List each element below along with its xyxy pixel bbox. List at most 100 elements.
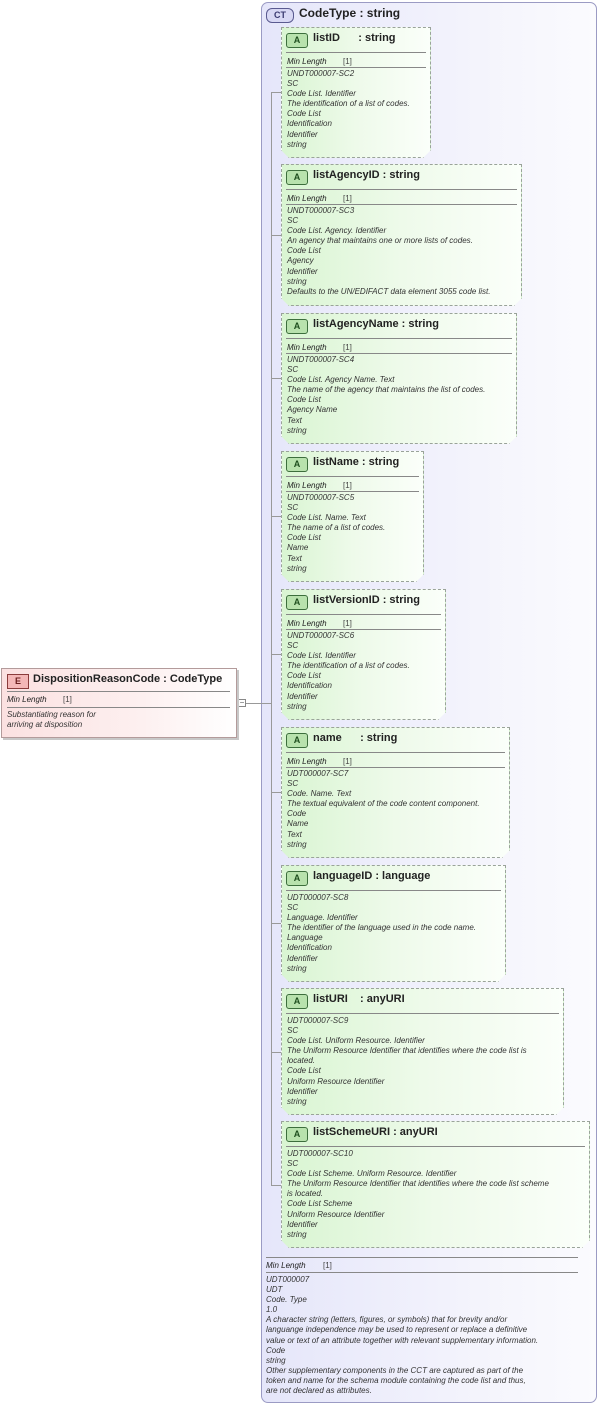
facet-label: Min Length [287,343,327,352]
collapse-toggle[interactable]: − [238,698,246,707]
facet-label: Min Length [287,194,327,203]
doc-line: SC [287,903,299,913]
facet-value: [1] [343,194,352,203]
facet-label: Min Length [287,619,327,628]
divider [286,767,505,768]
doc-line: Agency Name [287,405,338,415]
doc-line: Code List [287,671,321,681]
facet-value: [1] [343,57,352,66]
attribute-doc: UNDT000007-SC3 SC Code List. Agency. Ide… [287,206,515,297]
doc-line: string [287,563,307,573]
attribute-connector [271,792,281,793]
doc-line: Code List. Identifier [287,651,356,661]
type-documentation: UDT000007 UDT Code. Type 1.0 A character… [266,1275,591,1396]
divider [286,629,441,630]
attribute-connector [271,92,281,93]
doc-line: SC [287,779,299,789]
element-name: DispositionReasonCode : CodeType [33,673,223,685]
doc-line: string [287,1229,307,1239]
doc-line: Code [266,1345,286,1355]
doc-line: UDT000007-SC10 [287,1149,353,1158]
doc-line: SC [287,216,299,226]
type-facet-value: [1] [323,1261,332,1270]
doc-line: string [287,425,307,435]
doc-line: UNDT000007-SC2 [287,69,355,78]
doc-line: Text [287,415,302,425]
doc-line: Identification [287,943,332,953]
divider [286,476,419,477]
attribute-list-version-id[interactable]: A listVersionID : string Min Length [1] … [281,589,446,720]
doc-line: UDT000007-SC7 [287,769,349,778]
divider [286,614,441,615]
element-badge: E [7,674,29,689]
attribute-connector [271,235,281,236]
element-disposition-reason-code[interactable]: E DispositionReasonCode : CodeType Min L… [1,668,237,738]
doc-line: Code List Scheme [287,1199,353,1209]
attribute-connector [271,378,281,379]
doc-line: Code List [287,109,321,119]
doc-line: The Uniform Resource Identifier that ide… [287,1046,527,1056]
attribute-badge: A [286,33,308,48]
doc-line: Other supplementary components in the CC… [266,1365,524,1375]
doc-line: languange independence may be used to re… [266,1325,528,1335]
doc-line: UDT000007-SC8 [287,893,349,902]
doc-line: An agency that maintains one or more lis… [287,236,473,246]
attribute-badge: A [286,994,308,1009]
attribute-name: listURI : anyURI [313,993,405,1005]
attribute-language-id[interactable]: A languageID : language UDT000007-SC8 SC… [281,865,506,982]
attribute-name: listAgencyName : string [313,318,439,330]
doc-line: SC [287,1159,299,1169]
doc-line: Identifier [287,129,318,139]
element-doc-line: arriving at disposition [7,720,83,730]
doc-line: Language. Identifier [287,913,358,923]
doc-line: Language [287,933,323,943]
doc-line: UNDT000007-SC6 [287,631,355,640]
divider [266,1257,578,1258]
attribute-list-agency-name[interactable]: A listAgencyName : string Min Length [1]… [281,313,517,444]
doc-line: Identifier [287,266,318,276]
facet-value: [1] [343,619,352,628]
attribute-list-id[interactable]: A listID : string Min Length [1] UNDT000… [281,27,431,158]
divider [286,67,426,68]
divider [286,752,505,753]
doc-line: SC [287,641,299,651]
doc-line: Code List [287,246,321,256]
attribute-doc: UNDT000007-SC4 SC Code List. Agency Name… [287,355,510,436]
doc-line: The name of the agency that maintains th… [287,385,486,395]
attribute-badge: A [286,595,308,610]
doc-line: Identifier [287,691,318,701]
doc-line: The textual equivalent of the code conte… [287,799,480,809]
attribute-list-scheme-uri[interactable]: A listSchemeURI : anyURI UDT000007-SC10 … [281,1121,590,1248]
doc-line: Defaults to the UN/EDIFACT data element … [287,286,491,296]
doc-line: Uniform Resource Identifier [287,1076,385,1086]
attribute-list-name[interactable]: A listName : string Min Length [1] UNDT0… [281,451,424,582]
doc-line: are not declared as attributes. [266,1386,372,1396]
doc-line: Name [287,543,309,553]
facet-label: Min Length [287,757,327,766]
type-facet-label: Min Length [266,1261,306,1270]
doc-line: The identifier of the language used in t… [287,923,477,933]
attribute-name: name : string [313,732,398,744]
doc-line: The name of a list of codes. [287,523,386,533]
attribute-doc: UDT000007-SC10 SC Code List Scheme. Unif… [287,1149,583,1240]
doc-line: located. [287,1056,316,1066]
doc-line: Text [287,829,302,839]
doc-line: Identifier [287,1086,318,1096]
attribute-connector [271,654,281,655]
attribute-connector [271,923,281,924]
attribute-name: listVersionID : string [313,594,420,606]
divider [286,204,517,205]
attribute-list-agency-id[interactable]: A listAgencyID : string Min Length [1] U… [281,164,522,306]
complex-type-badge: CT [266,8,294,23]
attribute-connector [271,1185,281,1186]
doc-line: string [287,276,307,286]
divider [7,707,230,708]
attribute-connector [271,1052,281,1053]
doc-line: Code List. Agency Name. Text [287,375,395,385]
attribute-name-attr[interactable]: A name : string Min Length [1] UDT000007… [281,727,510,858]
divider [286,353,512,354]
attribute-badge: A [286,871,308,886]
divider [286,338,512,339]
divider [286,491,419,492]
attribute-list-uri[interactable]: A listURI : anyURI UDT000007-SC9 SC Code… [281,988,564,1115]
